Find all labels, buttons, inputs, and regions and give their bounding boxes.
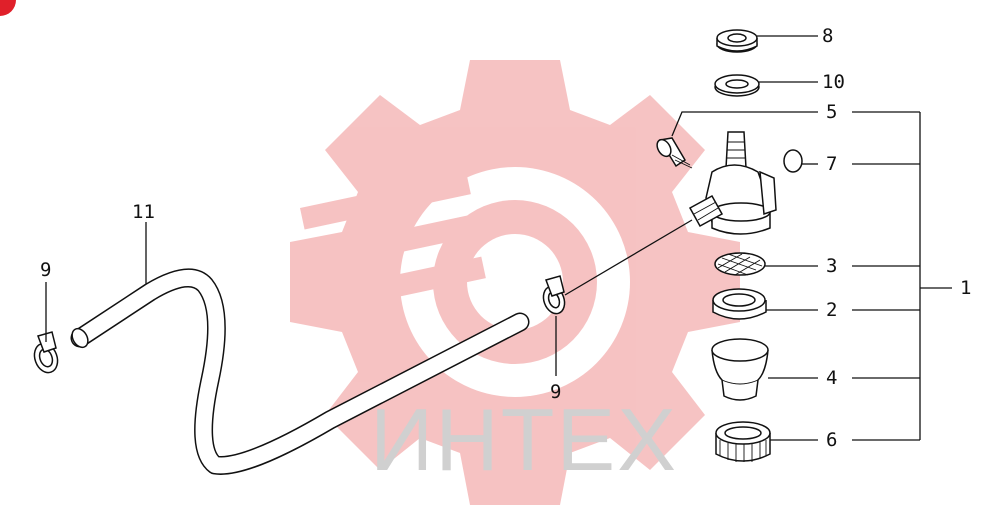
leader-lines — [45, 35, 952, 441]
part-3-screen-filter — [714, 252, 766, 276]
hose-to-valve-line — [564, 219, 693, 296]
part-6-cup-nut — [715, 421, 771, 462]
callout-11: 11 — [132, 201, 155, 223]
callout-4: 4 — [826, 367, 837, 389]
part-5-screw — [656, 137, 693, 169]
callout-8: 8 — [822, 25, 833, 47]
part-2-gasket — [712, 288, 767, 320]
callout-9-right: 9 — [550, 381, 561, 403]
part-9-clip-left — [33, 331, 59, 374]
part-7-o-ring — [783, 149, 803, 173]
callout-6: 6 — [826, 429, 837, 451]
part-9-clip-right — [542, 275, 566, 315]
callout-5: 5 — [826, 101, 837, 123]
fuel-valve-body — [688, 131, 777, 235]
callout-7: 7 — [826, 153, 837, 175]
part-10-washer — [714, 74, 760, 97]
callout-9-left: 9 — [40, 259, 51, 281]
callout-3: 3 — [826, 255, 837, 277]
callout-2: 2 — [826, 299, 837, 321]
part-11-fuel-hose — [70, 268, 530, 475]
watermark-logo — [290, 60, 740, 505]
callout-10: 10 — [822, 71, 845, 93]
part-8-nut — [716, 29, 758, 53]
watermark-text: ИНТЕХ — [370, 390, 678, 489]
callout-1: 1 — [960, 277, 971, 299]
corner-badge — [0, 0, 16, 16]
part-4-sediment-cup — [711, 338, 769, 401]
